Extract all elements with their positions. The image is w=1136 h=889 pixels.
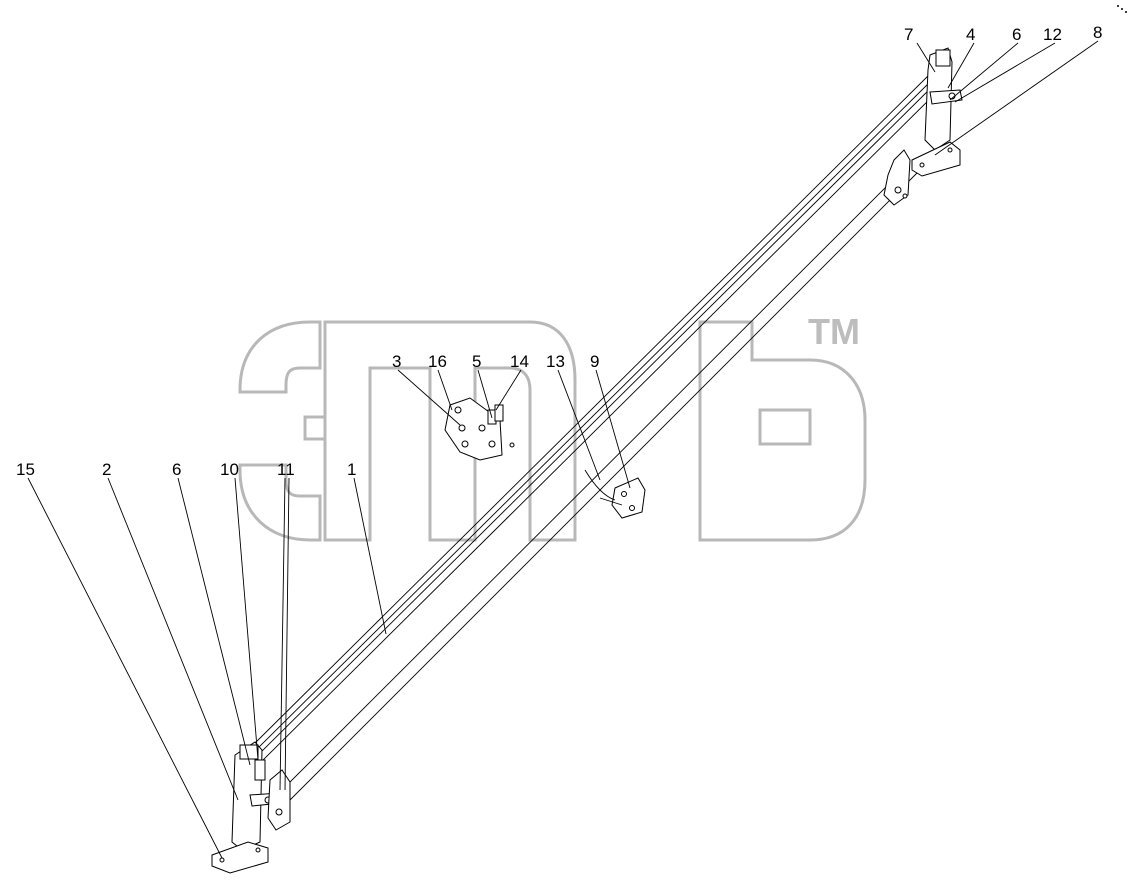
callout-6b: 6 bbox=[172, 460, 181, 479]
callout-12: 12 bbox=[1043, 25, 1062, 44]
callout-2: 2 bbox=[102, 460, 111, 479]
callout-3: 3 bbox=[392, 352, 401, 371]
callout-9: 9 bbox=[590, 352, 599, 371]
callout-11: 11 bbox=[277, 460, 295, 479]
trademark-mark: TM bbox=[808, 311, 860, 352]
callout-7: 7 bbox=[904, 25, 913, 44]
corner-mark bbox=[1117, 5, 1127, 13]
callout-5: 5 bbox=[472, 352, 481, 371]
clamp-bracket bbox=[584, 469, 646, 519]
right-post-assembly bbox=[883, 47, 963, 206]
callout-4: 4 bbox=[966, 25, 975, 44]
callout-16: 16 bbox=[428, 352, 447, 371]
callout-13: 13 bbox=[546, 352, 565, 371]
callout-6: 6 bbox=[1012, 25, 1021, 44]
callout-15: 15 bbox=[16, 460, 35, 479]
callout-14: 14 bbox=[510, 352, 529, 371]
callout-labels: 7 4 6 12 8 3 16 5 14 13 9 15 2 6 10 11 1 bbox=[16, 23, 1102, 479]
left-post-assembly bbox=[211, 741, 291, 874]
middle-bracket-assembly bbox=[444, 397, 515, 461]
callout-1: 1 bbox=[347, 460, 356, 479]
leader-lines bbox=[27, 40, 1099, 859]
callout-10: 10 bbox=[220, 460, 239, 479]
callout-8: 8 bbox=[1093, 23, 1102, 42]
watermark-logo: TM bbox=[238, 311, 867, 542]
